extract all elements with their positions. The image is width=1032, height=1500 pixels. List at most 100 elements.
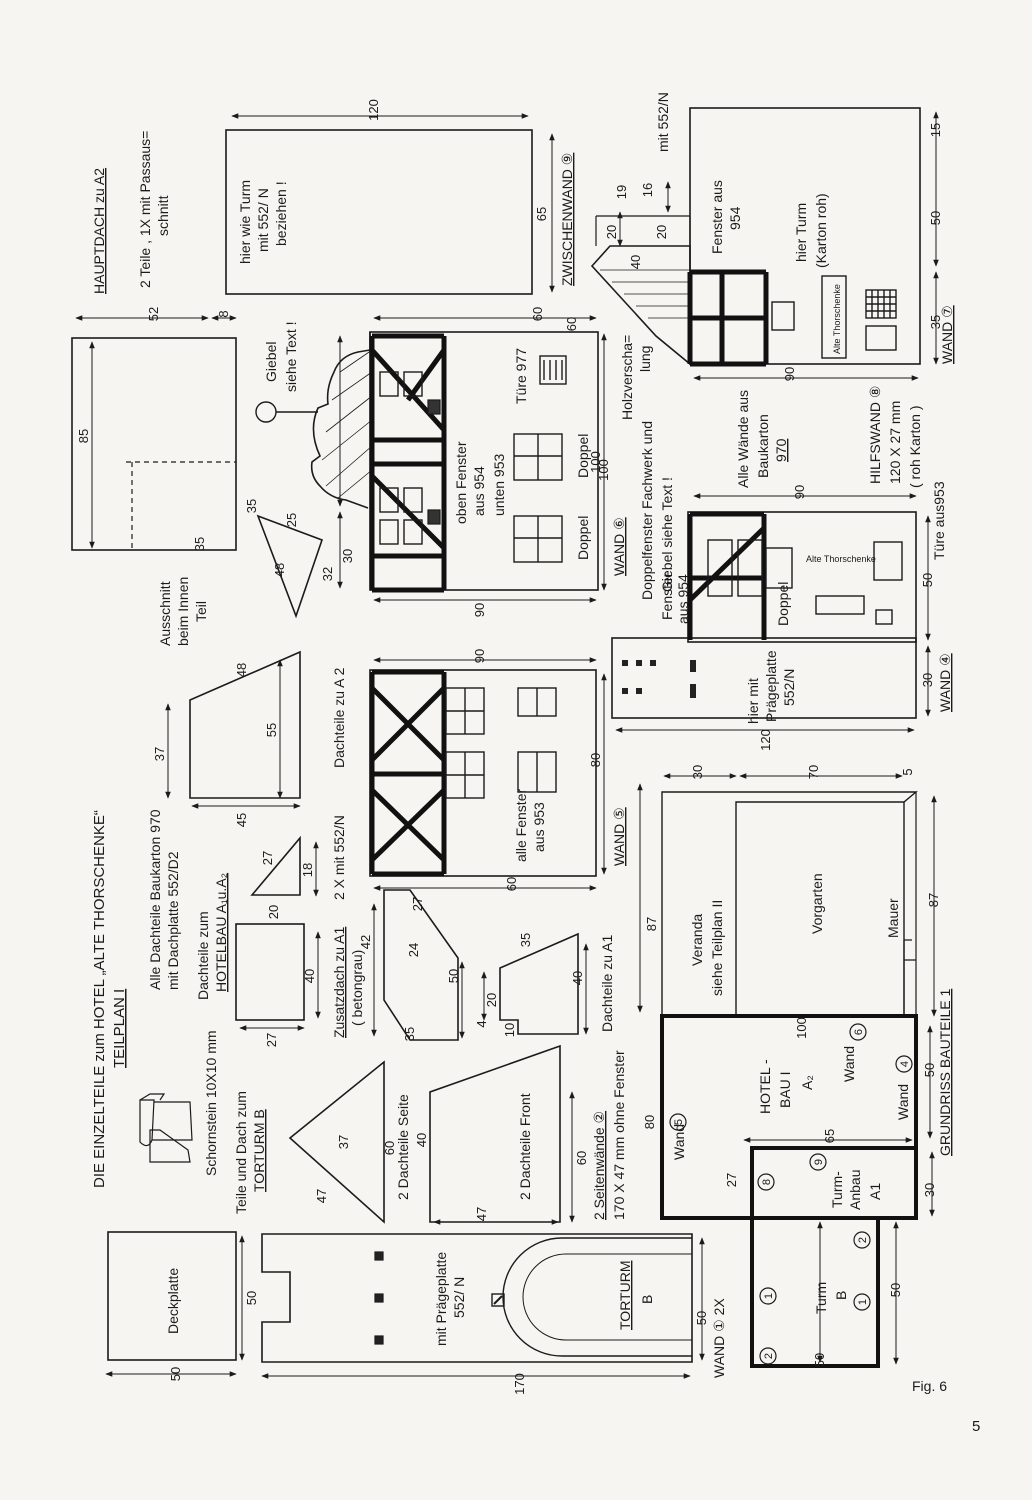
dim-35a: 35 [244, 499, 259, 513]
dim-50i: 50 [920, 573, 935, 587]
dim-47b: 47 [474, 1207, 489, 1221]
dim-20c: 20 [604, 225, 619, 239]
dim-30a: 30 [340, 549, 355, 563]
hilfswand-label-3: ( roh Karton ) [907, 406, 923, 488]
grundriss-title: GRUNDRISS BAUTEILE 1 [937, 989, 953, 1156]
cutout-label-2: beim Innen [175, 577, 191, 646]
mauer-label: Mauer [885, 898, 901, 938]
circle-6: 6 [853, 1029, 865, 1035]
sub-title: TEILPLAN I [111, 989, 128, 1068]
dim-60e: 60 [564, 317, 579, 331]
mit552-label: mit 552/N [655, 92, 671, 152]
turm-b-label-plan: B [833, 1291, 849, 1300]
deckplatte-label: Deckplatte [165, 1268, 181, 1334]
wand-label-5: Wand [671, 1124, 687, 1160]
fenster954-label-1: Fenster aus [709, 180, 725, 254]
dim-20b: 20 [484, 993, 499, 1007]
dim-50f: 50 [888, 1283, 903, 1297]
zusatz-label-2: ( betongrau) [349, 950, 365, 1026]
figure-caption: Fig. 6 [912, 1378, 948, 1394]
circle-5: 5 [673, 1119, 685, 1125]
wand4-label: WAND ④ [937, 653, 953, 712]
mauer-line [903, 939, 916, 1016]
dim-30b: 30 [690, 765, 705, 779]
dim-42: 42 [358, 935, 373, 949]
giebel-label-1: Giebel [263, 342, 279, 382]
dim-18: 18 [300, 863, 315, 877]
dimension-lines [75, 111, 939, 1379]
circle-4: 4 [899, 1061, 911, 1067]
dim-120-top: 120 [366, 99, 381, 121]
wand6-note-3: unten 953 [491, 454, 507, 516]
dim-30d: 30 [920, 673, 935, 687]
giebel-label-2: siehe Text ! [283, 321, 299, 392]
dim-80a: 80 [588, 753, 603, 767]
torturm-heading-1: Teile und Dach zum [233, 1091, 249, 1214]
zwischenwand-label: ZWISCHENWAND ⑨ [559, 153, 575, 286]
dim-37b: 37 [336, 1135, 351, 1149]
turm-label: Turm [813, 1282, 829, 1314]
baukarton-label-3: 970 [773, 438, 789, 462]
roof-a1-part [499, 932, 579, 1035]
dim-48a: 48 [272, 563, 287, 577]
hauptdach-part-1 [225, 129, 533, 295]
veranda-outline [661, 791, 918, 1017]
dim-90d: 90 [792, 485, 807, 499]
wand-label-4: Wand [895, 1084, 911, 1120]
dim-80b: 80 [642, 1115, 657, 1129]
turm-anbau-a1: A1 [867, 1183, 883, 1200]
dim-90b: 90 [472, 649, 487, 663]
hotelbau-heading-1: Dachteile zum [195, 911, 211, 1000]
wand5-note-2: aus 953 [531, 802, 547, 852]
wand5-note-1: alle Fenster [513, 789, 529, 862]
wand7-group [590, 107, 921, 367]
circle-8: 8 [761, 1179, 773, 1185]
dim-170: 170 [512, 1373, 527, 1395]
roof-side-part [288, 1060, 385, 1224]
dim-100b: 100 [794, 1017, 809, 1039]
dim-24: 24 [406, 943, 421, 957]
dim-50b: 50 [168, 1367, 183, 1381]
praege-wand4-3: 552/N [781, 669, 797, 706]
dim-35b: 35 [192, 537, 207, 551]
praege-wand4-2: Prägeplatte [763, 650, 779, 722]
dim-87b: 87 [926, 893, 941, 907]
circle-1b: 1 [857, 1299, 869, 1305]
deckplatte-part [107, 1231, 237, 1361]
dim-50e: 50 [922, 1063, 937, 1077]
doppel-label-2: Doppel [575, 516, 591, 560]
fenster-aus-label-2: aus 954 [675, 574, 691, 624]
turm-roh-label-2: (Karton roh) [813, 193, 829, 268]
cutout-triangle [256, 514, 324, 619]
a1-roof-label: Dachteile zu A1 [599, 935, 615, 1032]
hauptdach-note-1: 2 Teile , 1X mit Passaus= [137, 131, 153, 288]
all-roofs-note: Alle Dachteile Baukarton 970 [147, 809, 163, 990]
praege-label-2: 552/ N [451, 1277, 467, 1318]
dim-8: 8 [216, 310, 231, 317]
wand5-group [369, 669, 597, 877]
dim-40b: 40 [570, 971, 585, 985]
wand6-group [255, 331, 599, 593]
wand6-note-1: oben Fenster [453, 441, 469, 524]
wand1-label: WAND ① 2X [711, 1298, 727, 1378]
door-977 [539, 355, 567, 385]
dim-50g: 50 [812, 1353, 827, 1367]
grundriss-group [660, 791, 918, 1368]
wand6-label: WAND ⑥ [611, 517, 627, 576]
dim-85: 85 [76, 429, 91, 443]
page-number: 5 [972, 1418, 981, 1435]
praege-wand4-1: hier mit [745, 678, 761, 724]
hotelbau-label-1: HOTEL - [757, 1059, 773, 1114]
holz-label-2: lung [637, 346, 653, 372]
dim-60c: 60 [382, 1141, 397, 1155]
chimney-label: Schornstein 10X10 mm [203, 1030, 219, 1176]
dfw-label-2: Giebel siehe Text ! [659, 477, 675, 592]
circle-1a: 1 [763, 1293, 775, 1299]
dim-20a: 20 [266, 905, 281, 919]
dim-60b: 60 [504, 877, 519, 891]
veranda-label-1: Veranda [689, 914, 705, 966]
dim-30c: 30 [922, 1183, 937, 1197]
dim-27a: 27 [260, 851, 275, 865]
dim-15: 15 [928, 123, 943, 137]
